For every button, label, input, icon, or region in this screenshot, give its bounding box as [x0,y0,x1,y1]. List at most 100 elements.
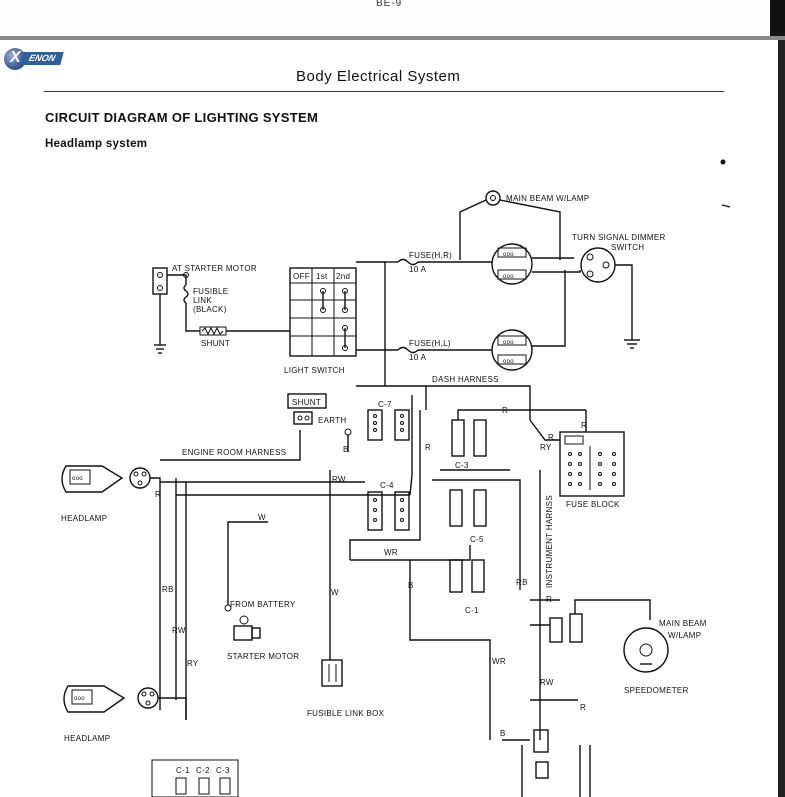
dash-harness-label: DASH HARNESS [432,375,499,384]
wire-r-4: R [155,490,161,499]
wire-rw-1: RW [332,475,346,484]
connector-c7-b [394,409,410,441]
wire-r-2: R [581,421,587,430]
wire-ry-1: RY [540,443,552,452]
engine-room-harness-label: ENGINE ROOM HARNESS [182,448,286,457]
shunt-box [287,393,327,409]
fusible-link-label-2: LINK [193,296,212,305]
fusible-link-box-label: FUSIBLE LINK BOX [307,709,385,718]
fuse-hr-amp: 10 A [409,265,427,274]
starter-terminal-block [152,267,168,295]
connector-c3-a [451,419,465,457]
c3-label: C-3 [455,461,469,470]
wire-wr-2: WR [492,657,506,666]
turn-signal-dimmer-switch: TURN SIGNAL DIMMER SWITCH [572,233,666,283]
connector-c4-b [394,491,410,531]
starter-motor-icon [233,615,261,641]
speck-mark-2 [721,204,731,208]
connector-c5-a [449,489,463,527]
fusible-link-box [321,659,343,687]
wire-r-6: R [546,595,552,604]
svg-text:ooo: ooo [74,696,85,702]
svg-text:ooo: ooo [503,274,514,280]
headlamp-bottom: ooo [63,685,159,713]
main-beam-right-label-2: W/LAMP [668,631,701,640]
wire-rw-2: RW [172,626,186,635]
wire-b-1: B [343,445,349,454]
at-starter-motor-label: AT STARTER MOTOR [172,264,257,273]
connector-c5-b [473,489,487,527]
speck-mark [720,159,726,165]
c4-label: C-4 [380,481,394,490]
fusible-link-label-3: (BLACK) [193,305,227,314]
c5-label: C-5 [470,535,484,544]
xenon-logo: X ENON [4,46,64,72]
headlamp-top: ooo [61,465,151,493]
subsection-title: Headlamp system [45,138,148,150]
wire-r-7: R [580,703,586,712]
main-beam-right-label-1: MAIN BEAM [659,619,707,628]
fuse-hr-label: FUSE(H,R) [409,251,452,260]
starter-motor-label: STARTER MOTOR [227,652,299,661]
header-rule [44,91,724,92]
fuse-hl-amp: 10 A [409,353,427,362]
top-strip: BE-9 [0,0,785,38]
switch-2nd-label: 2nd [336,272,350,281]
connector-speedo-a [549,617,563,643]
header-title: Body Electrical System [296,68,461,85]
legend-c3-label: C-3 [216,766,230,775]
wire-r-3: R [548,433,554,442]
connector-speedo-b [569,613,583,643]
instrument-harness-label: INSTRUMENT HARNSS [545,495,554,588]
wire-rb-1: RB [516,578,528,587]
connector-c7-a [367,409,383,441]
shunt-box-label: SHUNT [292,398,321,407]
ground-symbol-left [154,344,166,354]
switch-off-label: OFF [293,272,310,281]
wire-wr-1: WR [384,548,398,557]
wire-r-1: R [502,406,508,415]
section-title: CIRCUIT DIAGRAM OF LIGHTING SYSTEM [45,110,319,125]
legend-c2-label: C-2 [196,766,210,775]
relay-upper: ooo ooo [491,243,533,285]
c7-label: C-7 [378,400,392,409]
fuse-block [559,431,625,497]
wire-rb-2: RB [162,585,174,594]
light-switch-label: LIGHT SWITCH [284,366,345,375]
from-battery-label: FROM BATTERY [230,600,296,609]
svg-text:ooo: ooo [72,476,83,482]
connector-c1-b [471,559,485,593]
main-beam-lamp-top: MAIN BEAM W/LAMP [485,190,589,206]
earth-label: EARTH [318,416,346,425]
dimmer-switch-label-2: SWITCH [611,243,644,252]
wire-rw-3: RW [540,678,554,687]
light-switch-table: OFF 1st 2nd LIGHT SWITCH [284,267,357,375]
wire-b-2: B [408,581,414,590]
connector-c3-b [473,419,487,457]
headlamp-top-label: HEADLAMP [61,514,107,523]
dimmer-switch-label: TURN SIGNAL DIMMER [572,233,666,242]
relay-lower: ooo ooo [491,329,533,371]
logo-letter: X [10,49,21,66]
wire-r-5: R [425,443,431,452]
svg-text:ooo: ooo [503,340,514,346]
legend-c1-label: C-1 [176,766,190,775]
headlamp-bottom-label: HEADLAMP [64,734,110,743]
wire-w-1: W [258,513,266,522]
page-number: BE-9 [376,0,403,9]
speedometer-gauge [623,627,669,673]
svg-text:ooo: ooo [503,252,514,258]
fusible-link-label-1: FUSIBLE [193,287,228,296]
page-fold-line [0,36,785,40]
connector-legend: C-1 C-2 C-3 [151,759,239,797]
shunt-small-label: SHUNT [201,339,230,348]
connector-c4-a [367,491,383,531]
speedometer-label: SPEEDOMETER [624,686,689,695]
right-page-edge [778,40,785,797]
c1-label: C-1 [465,606,479,615]
switch-1st-label: 1st [316,272,328,281]
wire-b-3: B [500,729,506,738]
connector-c1-a [449,559,463,593]
